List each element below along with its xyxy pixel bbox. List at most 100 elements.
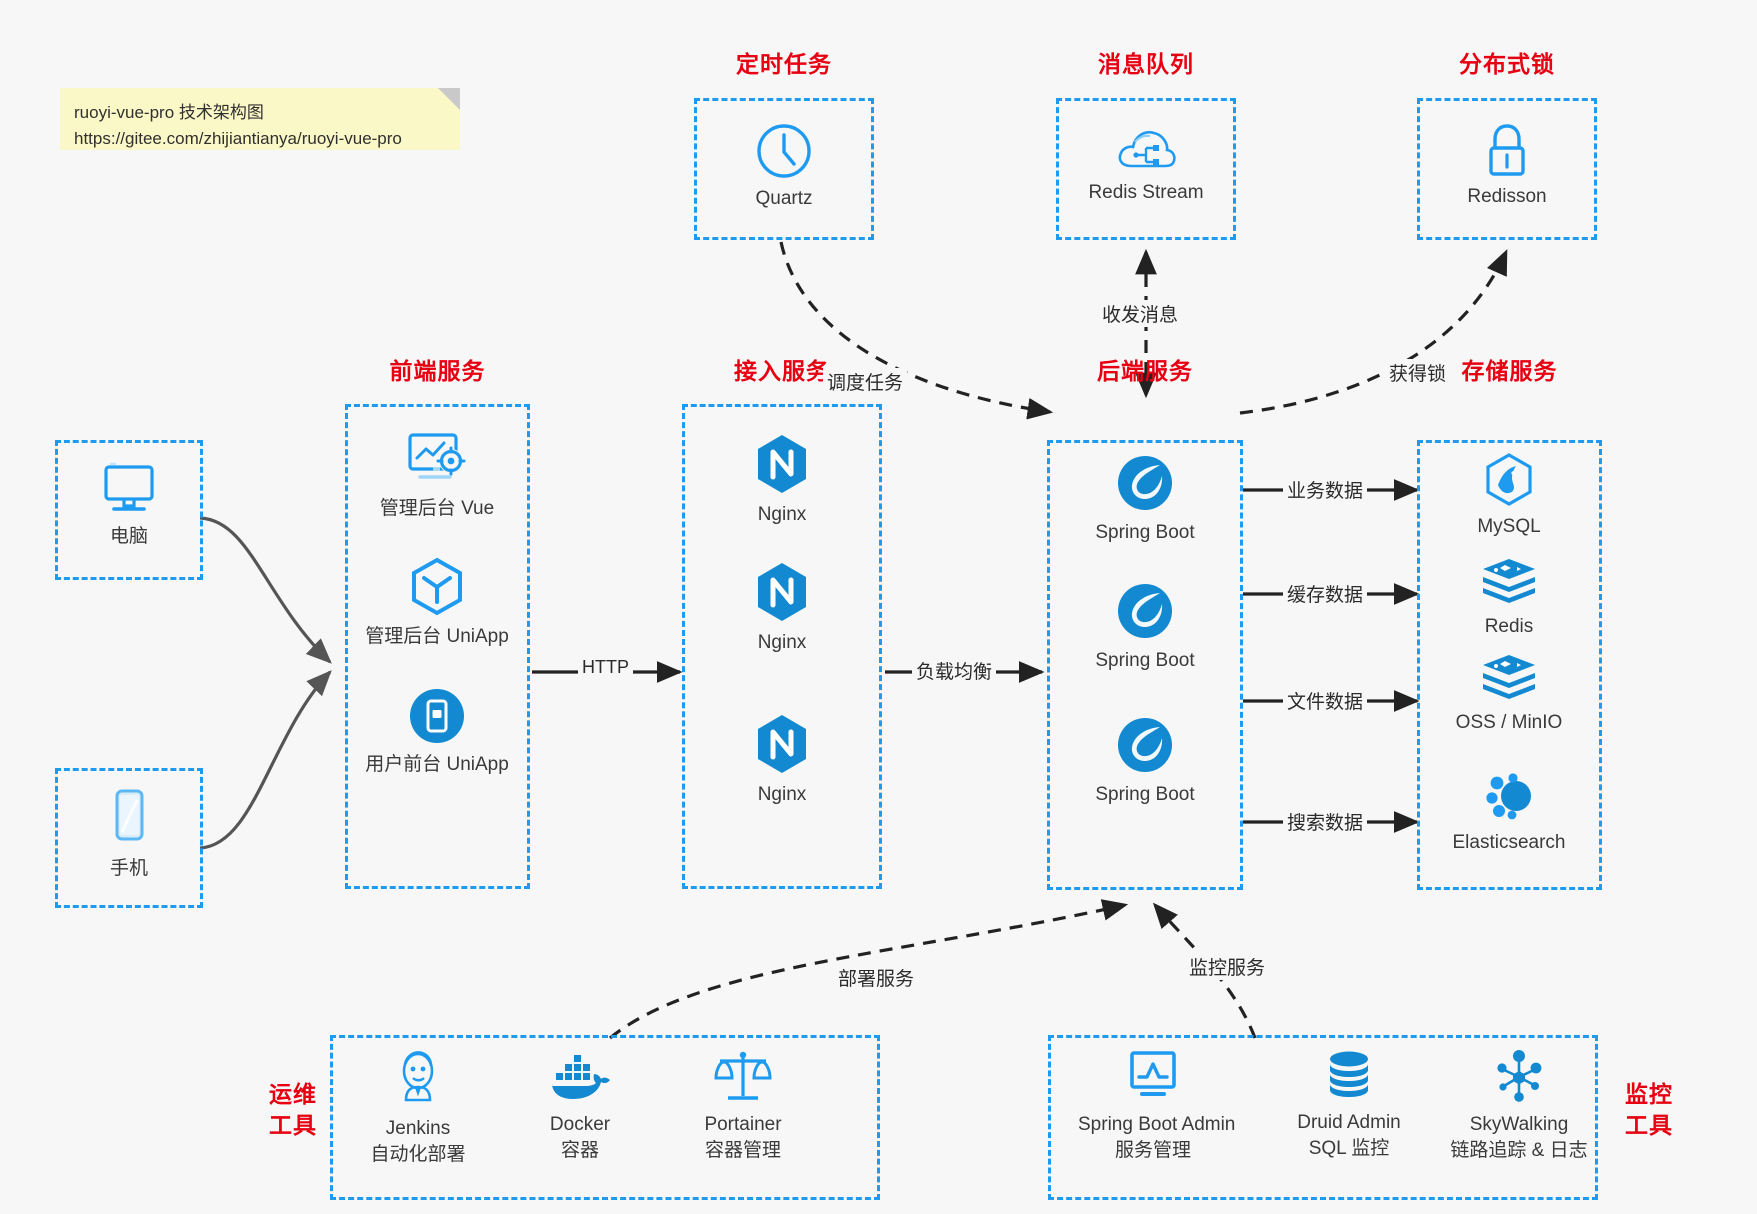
- group-title-gateway: 接入服务: [734, 358, 830, 384]
- group-title-scheduler: 定时任务: [736, 51, 832, 77]
- node-elasticsearch[interactable]: Elasticsearch: [1434, 772, 1584, 856]
- mysql-icon: [1486, 453, 1532, 506]
- group-title-monitor-line1: 监控: [1625, 1081, 1673, 1107]
- edge-label-monitor-service: 监控服务: [1185, 953, 1270, 980]
- edge-label-send-receive-message: 收发消息: [1098, 300, 1183, 327]
- node-label: Docker: [549, 1114, 611, 1135]
- group-backend: [1047, 440, 1243, 890]
- database-icon: [1330, 1051, 1368, 1097]
- group-lock: [1417, 98, 1597, 240]
- node-sublabel: SQL 监控: [1308, 1137, 1390, 1159]
- node-spring-boot-3[interactable]: Spring Boot: [1070, 714, 1220, 808]
- note-title: ruoyi-vue-pro 技术架构图: [74, 103, 264, 122]
- node-jenkins[interactable]: Jenkins 自动化部署: [343, 1048, 493, 1167]
- node-label: 手机: [109, 858, 148, 879]
- node-label: Elasticsearch: [1452, 832, 1566, 853]
- node-quartz[interactable]: Quartz: [709, 122, 859, 212]
- edge-label-http: HTTP: [578, 657, 633, 678]
- spring-boot-icon: [1118, 718, 1172, 772]
- node-user-uniapp[interactable]: 用户前台 UniApp: [362, 686, 512, 778]
- group-title-devops-line1: 运维: [269, 1081, 317, 1107]
- group-title-monitor-line2: 工具: [1625, 1112, 1673, 1139]
- node-redis-stream[interactable]: Redis Stream: [1071, 122, 1221, 206]
- node-label: 管理后台 UniApp: [365, 626, 509, 647]
- node-label: Druid Admin: [1297, 1112, 1401, 1133]
- node-oss-minio[interactable]: OSS / MinIO: [1434, 652, 1584, 736]
- node-label: 管理后台 Vue: [379, 498, 495, 519]
- node-label: Nginx: [757, 504, 807, 525]
- group-devops: [330, 1035, 880, 1200]
- group-title-lock: 分布式锁: [1459, 51, 1555, 77]
- redis-icon: [1483, 559, 1535, 603]
- node-spring-boot-2[interactable]: Spring Boot: [1070, 580, 1220, 674]
- node-redis[interactable]: Redis: [1434, 556, 1584, 640]
- node-sublabel: 容器: [560, 1139, 599, 1161]
- dashboard-gear-icon: [408, 433, 466, 479]
- node-nginx-1[interactable]: Nginx: [707, 432, 857, 528]
- node-label: Redis: [1484, 616, 1534, 637]
- edge-label-acquire-lock: 获得锁: [1385, 359, 1451, 386]
- hexagon-cube-icon: [412, 557, 462, 616]
- node-pc[interactable]: 电脑: [54, 462, 204, 550]
- node-label: Spring Boot: [1095, 650, 1195, 671]
- edge-label-deploy-service: 部署服务: [834, 964, 919, 991]
- group-title-devops: 运维 工具: [258, 1079, 328, 1141]
- nginx-icon: [758, 563, 806, 621]
- node-label: Nginx: [757, 784, 807, 805]
- node-sublabel: 服务管理: [1114, 1139, 1191, 1161]
- node-label: Portainer: [704, 1114, 782, 1135]
- note-fold-corner: [438, 88, 460, 110]
- group-frontend: [345, 404, 530, 889]
- node-spring-boot-admin[interactable]: Spring Boot Admin 服务管理: [1078, 1048, 1236, 1163]
- node-label: 用户前台 UniApp: [365, 754, 509, 775]
- node-nginx-3[interactable]: Nginx: [707, 712, 857, 808]
- jenkins-icon: [402, 1051, 434, 1102]
- node-label: Spring Boot: [1095, 522, 1195, 543]
- node-redisson[interactable]: Redisson: [1432, 122, 1582, 210]
- group-title-monitor: 监控 工具: [1614, 1079, 1684, 1141]
- monitor-chart-icon: [1130, 1051, 1176, 1096]
- node-portainer[interactable]: Portainer 容器管理: [668, 1048, 818, 1163]
- node-druid-admin[interactable]: Druid Admin SQL 监控: [1274, 1048, 1424, 1161]
- group-title-storage: 存储服务: [1461, 358, 1558, 384]
- node-label: Quartz: [755, 188, 813, 209]
- node-label: MySQL: [1477, 516, 1541, 537]
- docker-icon: [552, 1055, 610, 1099]
- info-note: ruoyi-vue-pro 技术架构图 https://gitee.com/zh…: [60, 88, 460, 150]
- desktop-icon: [104, 462, 154, 511]
- node-label: Jenkins: [385, 1118, 451, 1139]
- node-mysql[interactable]: MySQL: [1434, 452, 1584, 540]
- nginx-icon: [758, 435, 806, 493]
- node-label: Nginx: [757, 632, 807, 653]
- edge-label-search-data: 搜索数据: [1283, 808, 1368, 835]
- node-sublabel: 容器管理: [704, 1139, 781, 1161]
- node-label: OSS / MinIO: [1455, 712, 1563, 733]
- node-admin-vue[interactable]: 管理后台 Vue: [362, 430, 512, 522]
- group-title-backend: 后端服务: [1097, 358, 1193, 384]
- scales-icon: [714, 1051, 772, 1100]
- edge-label-file-data: 文件数据: [1283, 687, 1368, 714]
- node-nginx-2[interactable]: Nginx: [707, 560, 857, 656]
- app-circle-icon: [410, 689, 464, 743]
- spring-boot-icon: [1118, 456, 1172, 510]
- node-spring-boot-1[interactable]: Spring Boot: [1070, 452, 1220, 546]
- group-client-mobile: [55, 768, 203, 908]
- node-mobile[interactable]: 手机: [54, 788, 204, 882]
- group-scheduler: [694, 98, 874, 240]
- group-storage: [1417, 440, 1602, 890]
- node-sublabel: 链路追踪 & 日志: [1450, 1139, 1588, 1161]
- group-title-frontend: 前端服务: [389, 358, 486, 384]
- node-label: SkyWalking: [1469, 1114, 1569, 1135]
- edge-label-business-data: 业务数据: [1283, 476, 1368, 503]
- clock-icon: [757, 124, 811, 178]
- node-docker[interactable]: Docker 容器: [505, 1052, 655, 1163]
- note-url: https://gitee.com/zhijiantianya/ruoyi-vu…: [74, 129, 402, 149]
- node-admin-uniapp[interactable]: 管理后台 UniApp: [362, 556, 512, 650]
- group-client-pc: [55, 440, 203, 580]
- node-skywalking[interactable]: SkyWalking 链路追踪 & 日志: [1444, 1048, 1594, 1163]
- node-sublabel: 自动化部署: [370, 1143, 466, 1165]
- node-label: Redis Stream: [1088, 182, 1204, 203]
- group-monitor: [1048, 1035, 1598, 1200]
- node-label: Spring Boot Admin: [1078, 1114, 1236, 1135]
